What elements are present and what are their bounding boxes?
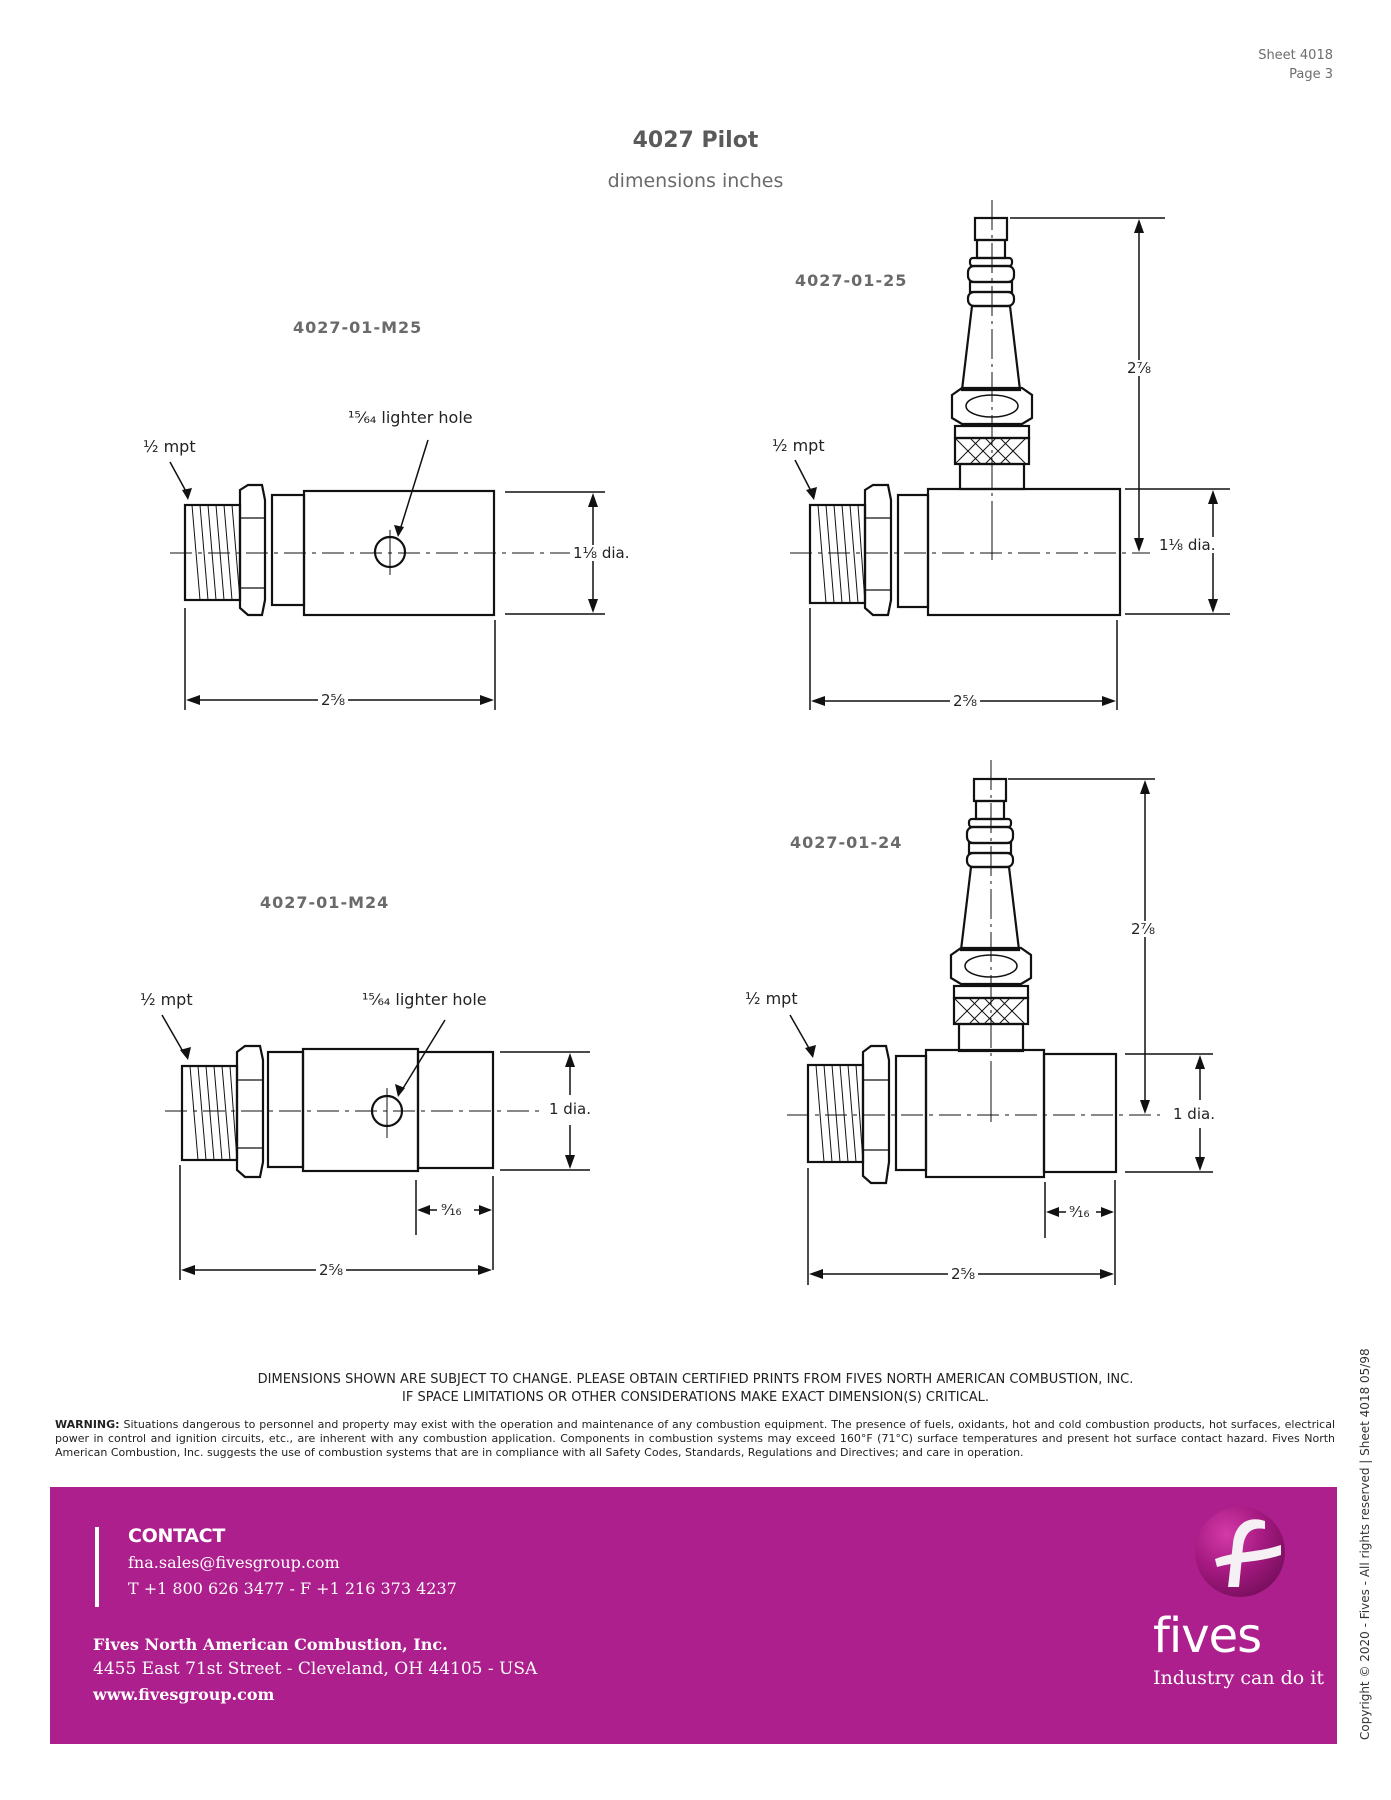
height-dimension: 2⅞ — [1128, 921, 1159, 937]
height-dimension: 2⅞ — [1124, 360, 1155, 376]
sheet-reference: Sheet 4018 Page 3 — [1258, 46, 1333, 84]
diameter-dimension: 1⅛ dia. — [1156, 537, 1219, 553]
length-dimension: 2⅝ — [948, 1266, 979, 1282]
page-number: Page 3 — [1289, 67, 1333, 82]
lighter-hole-callout: ¹⁵⁄₆₄ lighter hole — [362, 990, 487, 1009]
step-length-dimension: ⁹⁄₁₆ — [438, 1202, 465, 1218]
model-label-25: 4027-01-25 — [795, 271, 908, 290]
pilot-with-igniter-drawing — [787, 760, 1213, 1285]
thread-callout: ½ mpt — [140, 990, 193, 1009]
pilot-with-igniter-drawing — [790, 200, 1230, 710]
diameter-dimension: 1 dia. — [1170, 1106, 1218, 1122]
diameter-dimension: 1⅛ dia. — [570, 545, 633, 561]
disclaimer-line-1: DIMENSIONS SHOWN ARE SUBJECT TO CHANGE. … — [257, 1372, 1134, 1387]
fives-wordmark: fives — [1153, 1608, 1262, 1664]
copyright-notice: Copyright © 2020 - Fives - All rights re… — [1358, 1348, 1372, 1740]
length-dimension: 2⅝ — [316, 1262, 347, 1278]
sheet-number: Sheet 4018 — [1258, 48, 1333, 63]
drawing-4027-01-m24 — [161, 1014, 590, 1280]
page-title: 4027 Pilot — [632, 128, 759, 153]
contact-phone-fax: T +1 800 626 3477 - F +1 216 373 4237 — [128, 1579, 457, 1598]
model-label-m24: 4027-01-M24 — [260, 893, 390, 912]
drawing-4027-01-25 — [0, 0, 1391, 800]
diameter-dimension: 1 dia. — [546, 1101, 594, 1117]
step-length-dimension: ⁹⁄₁₆ — [1066, 1204, 1093, 1220]
fives-logo-icon — [1195, 1507, 1285, 1597]
contact-heading: CONTACT — [128, 1525, 225, 1547]
pilot-side-view-drawing — [169, 439, 620, 710]
model-label-m25: 4027-01-M25 — [293, 318, 423, 337]
drawing-4027-01-24 — [787, 760, 1213, 1285]
thread-callout: ½ mpt — [143, 437, 196, 456]
thread-callout: ½ mpt — [745, 989, 798, 1008]
company-name: Fives North American Combustion, Inc. — [93, 1635, 448, 1654]
contact-email-link[interactable]: fna.sales@fivesgroup.com — [128, 1553, 340, 1572]
brand-tagline: Industry can do it — [1153, 1667, 1324, 1689]
contact-divider — [95, 1527, 99, 1607]
drawing-4027-01-m25 — [0, 0, 1391, 800]
lighter-hole-callout: ¹⁵⁄₆₄ lighter hole — [348, 408, 473, 427]
safety-warning: WARNING: Situations dangerous to personn… — [55, 1418, 1335, 1460]
length-dimension: 2⅝ — [950, 693, 981, 709]
thread-callout: ½ mpt — [772, 436, 825, 455]
footer-banner: CONTACT fna.sales@fivesgroup.com T +1 80… — [50, 1487, 1337, 1744]
company-address: 4455 East 71st Street - Cleveland, OH 44… — [93, 1659, 538, 1679]
model-label-24: 4027-01-24 — [790, 833, 903, 852]
page-subtitle: dimensions inches — [607, 170, 784, 192]
warning-text: Situations dangerous to personnel and pr… — [55, 1418, 1336, 1459]
pilot-side-view-drawing — [161, 1014, 590, 1280]
length-dimension: 2⅝ — [318, 692, 349, 708]
warning-label: WARNING: — [55, 1418, 120, 1431]
disclaimer-line-2: IF SPACE LIMITATIONS OR OTHER CONSIDERAT… — [402, 1390, 989, 1405]
f-swoosh-icon — [1215, 1519, 1281, 1587]
dimensions-disclaimer: DIMENSIONS SHOWN ARE SUBJECT TO CHANGE. … — [0, 1371, 1391, 1407]
website-link[interactable]: www.fivesgroup.com — [93, 1685, 275, 1704]
